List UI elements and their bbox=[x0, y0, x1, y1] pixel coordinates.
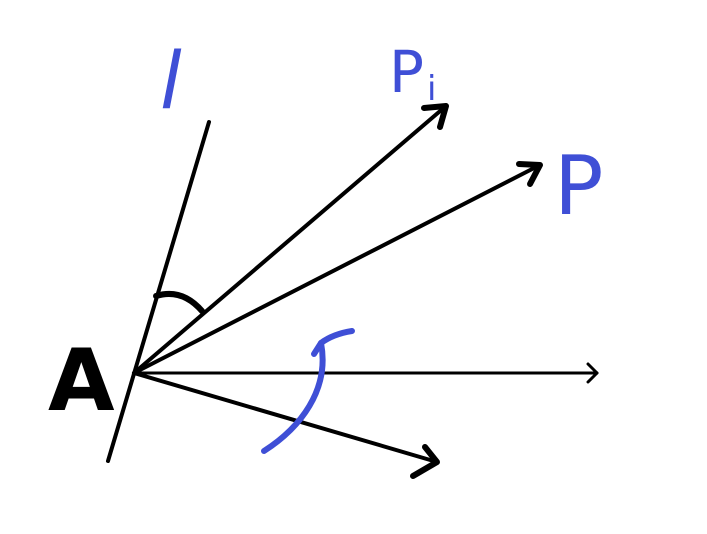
rotation-arrow-icon bbox=[261, 340, 326, 454]
rotation-arrowhead bbox=[311, 328, 355, 357]
ray-lower bbox=[132, 371, 439, 464]
ray-p bbox=[132, 163, 542, 375]
point-a-label: A bbox=[48, 331, 115, 431]
line-l bbox=[106, 120, 211, 463]
ray-lower-arrowhead bbox=[410, 444, 440, 479]
ray-pi-arrowhead bbox=[421, 103, 449, 130]
angle-arc-icon bbox=[153, 290, 205, 314]
line-l-label: l bbox=[160, 37, 182, 127]
ray-horizontal-arrowhead bbox=[586, 362, 599, 384]
ray-pi-label: P bbox=[389, 38, 424, 106]
ray-pi bbox=[132, 104, 448, 375]
ray-p-arrowhead bbox=[516, 161, 543, 187]
ray-p-label: P bbox=[554, 139, 603, 234]
ray-pi-subscript: i bbox=[427, 69, 436, 109]
